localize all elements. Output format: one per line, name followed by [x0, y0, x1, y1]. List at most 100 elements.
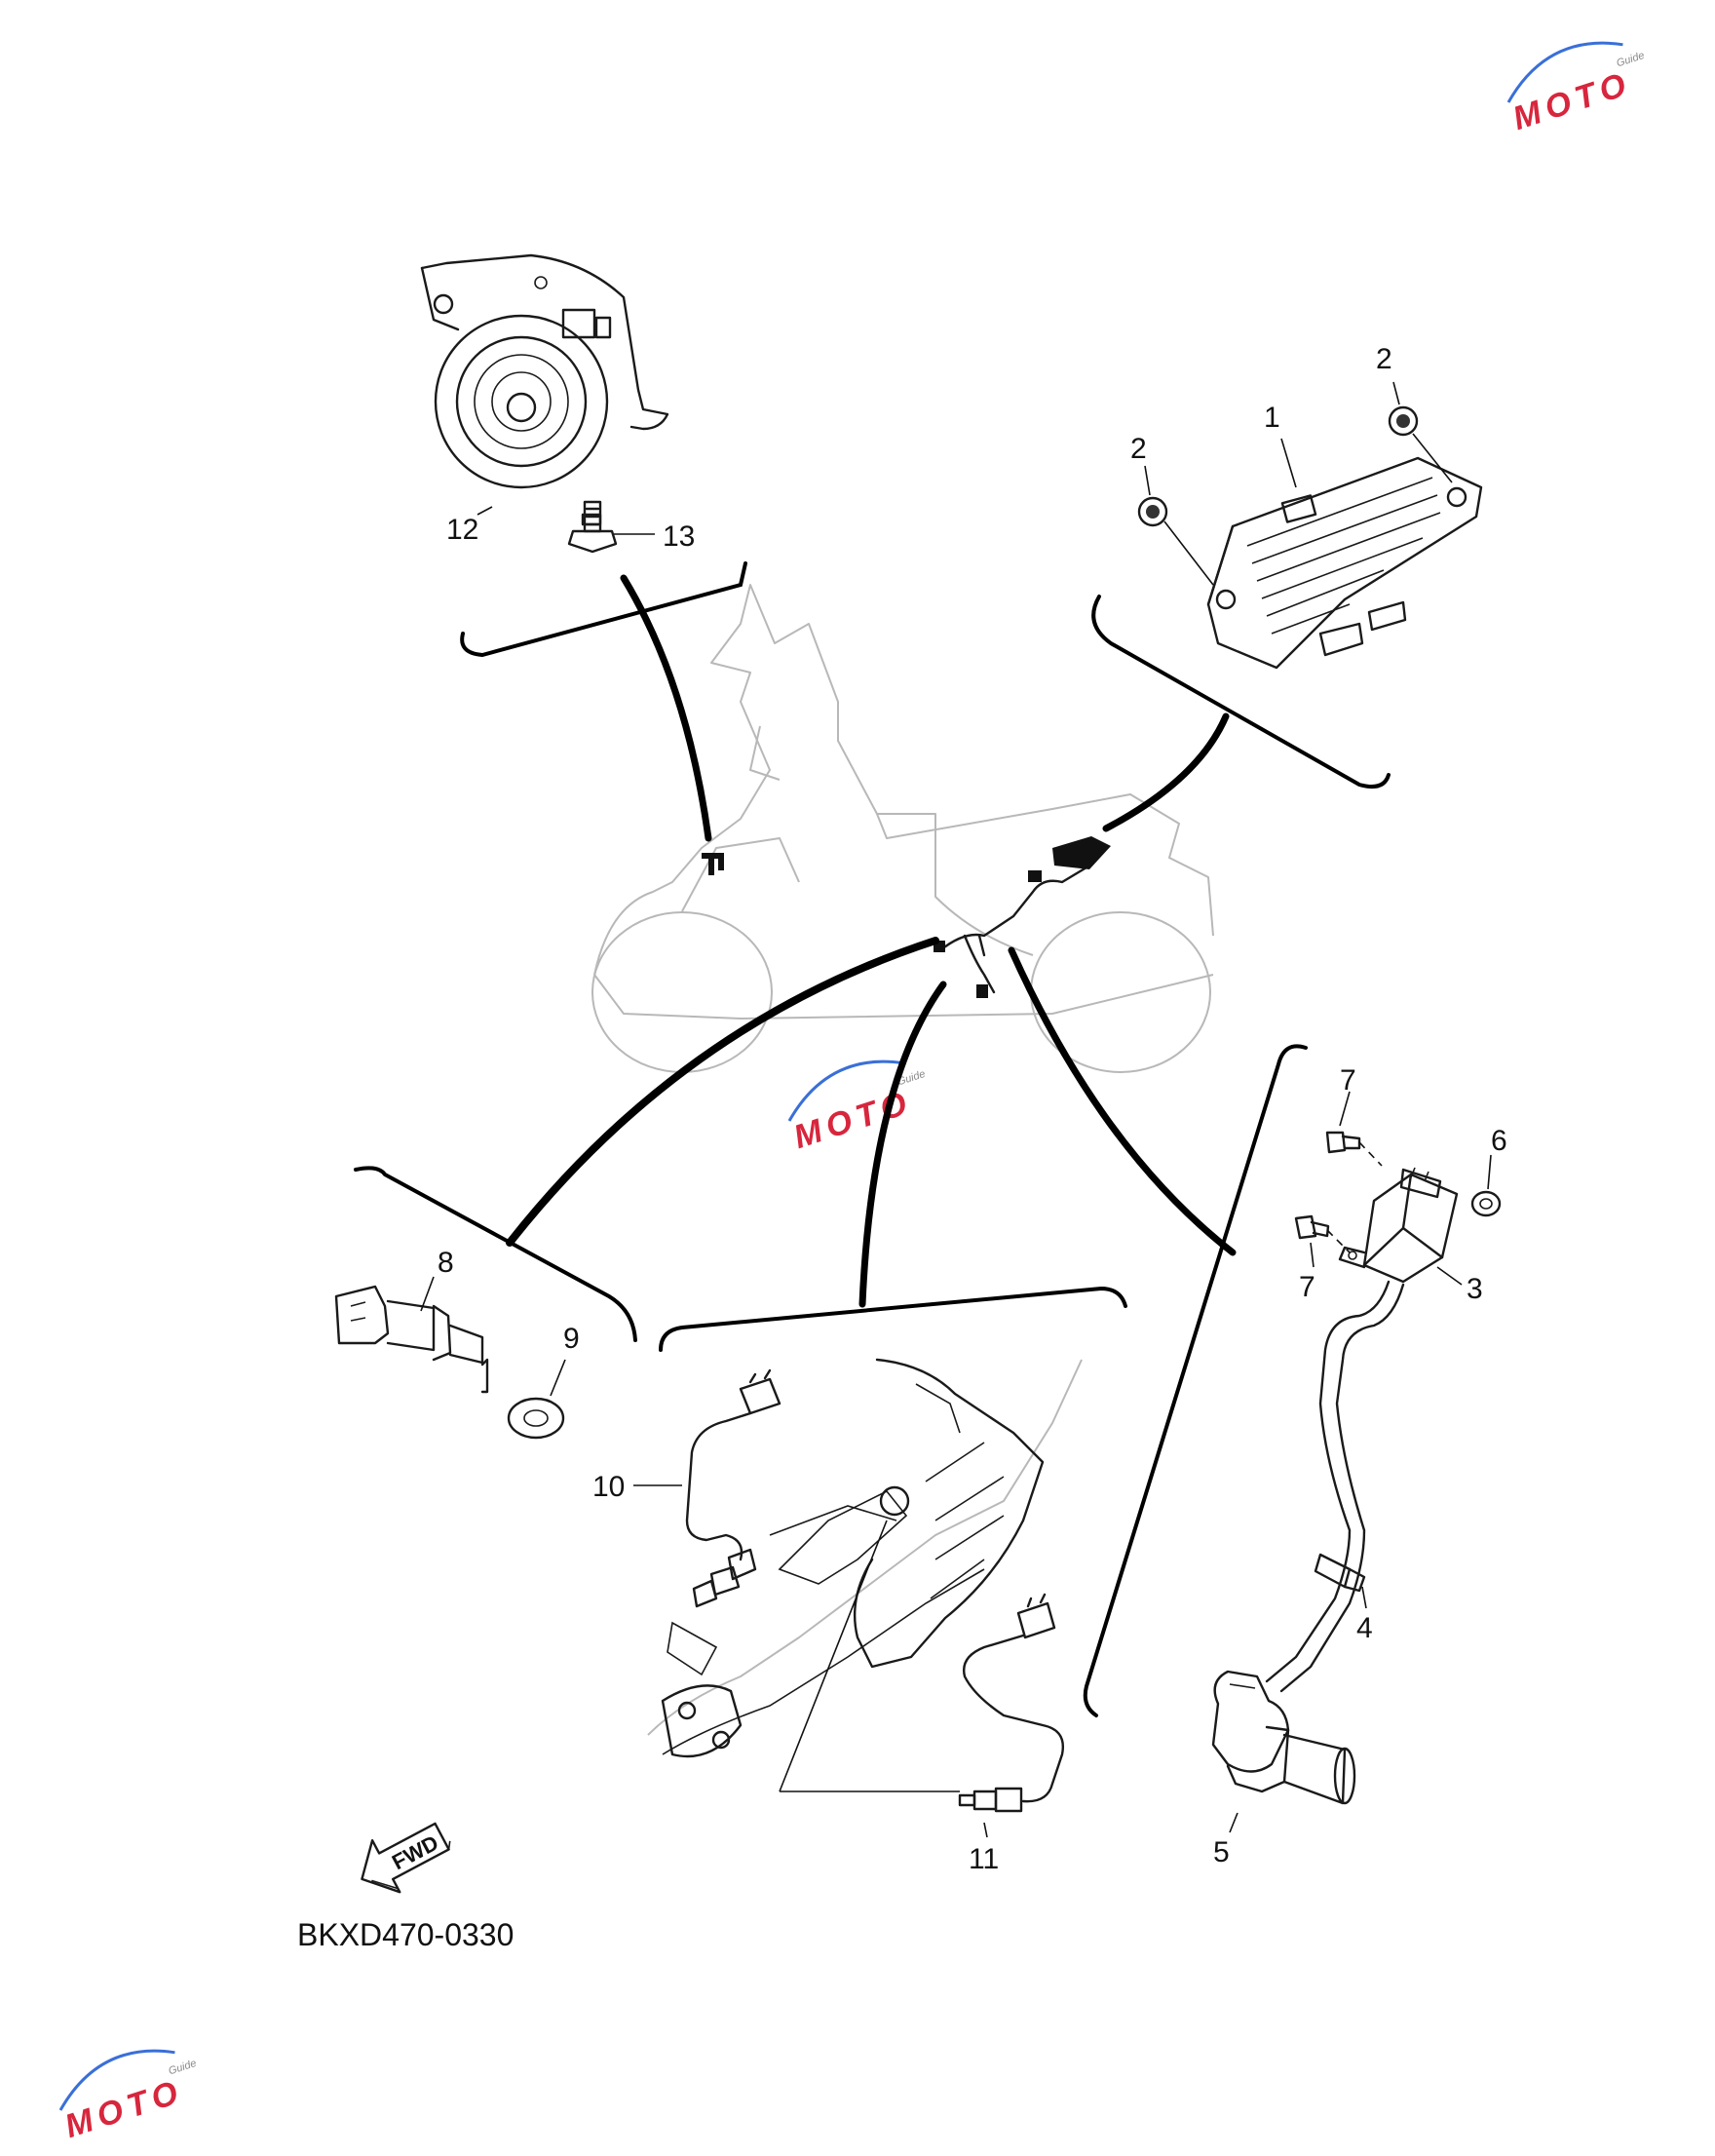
callout-8: 8	[438, 1247, 454, 1279]
watermark-tag: Guide	[1615, 50, 1646, 69]
exhaust-assembly: 10 11	[592, 1358, 1083, 1875]
nut-outer	[1137, 496, 1168, 527]
sensor-connector-lines	[350, 1301, 366, 1322]
high-tension-lead	[1265, 1280, 1391, 1683]
link-sensor	[506, 937, 939, 1247]
leader-7-top-dash	[1358, 1141, 1383, 1167]
nut-outer	[1388, 405, 1419, 437]
callout-13: 13	[663, 520, 695, 553]
ecu-edge	[1206, 524, 1235, 606]
body-outline	[593, 584, 1034, 976]
watermark-bottom-left: MOTO Guide	[58, 2049, 198, 2145]
horn-diaphragm	[455, 335, 588, 468]
leader-6	[1487, 1154, 1492, 1190]
o2-cable-10	[685, 1411, 752, 1561]
bolt-head	[1294, 1214, 1317, 1240]
washer-outer	[1470, 1190, 1502, 1217]
watermark-swoosh	[787, 1059, 904, 1122]
catalyst-edge	[769, 1505, 897, 1536]
sensor-body	[386, 1299, 436, 1352]
bolt-13	[567, 500, 618, 554]
harness-connector	[976, 984, 988, 998]
o2-cable-11	[963, 1634, 1064, 1803]
nut-inner	[1146, 505, 1160, 519]
link-exhaust	[858, 981, 947, 1308]
bolt-shank	[583, 500, 602, 533]
o2-sensor-tip-10	[692, 1579, 718, 1608]
nut-2-left	[1137, 496, 1168, 527]
horn-center	[506, 392, 537, 423]
sensor-tip	[480, 1358, 489, 1394]
watermark-swoosh	[1506, 41, 1623, 103]
coil-mount-hole	[1348, 1251, 1357, 1260]
link-horn	[620, 574, 712, 842]
callout-7-top: 7	[1340, 1064, 1356, 1097]
horn-ring	[491, 371, 552, 432]
wire-harness	[938, 866, 1088, 952]
catalyst-body	[778, 1489, 908, 1585]
leader-2-right	[1392, 381, 1453, 483]
watermark-top-right: MOTO Guide	[1506, 41, 1646, 137]
ecu-mount-hole	[1215, 589, 1237, 610]
watermark-swoosh	[58, 2049, 175, 2111]
frame-horn	[460, 561, 747, 658]
frame-coil	[1083, 1044, 1308, 1717]
washer-inner	[523, 1409, 549, 1427]
sensor-hex	[432, 1304, 452, 1362]
exhaust-pipe-lower	[662, 1568, 985, 1755]
nut-inner	[1396, 414, 1410, 428]
horn-bracket-tab	[420, 266, 460, 331]
fwd-arrow-depth	[371, 1840, 451, 1890]
flange-bolt-hole	[677, 1701, 697, 1720]
high-tension-lead-edge	[1279, 1283, 1405, 1693]
plug-cap-detail	[1229, 1683, 1256, 1689]
exhaust-bracket	[667, 1621, 718, 1676]
watermark-tag: Guide	[167, 2058, 198, 2077]
washer-outer	[507, 1397, 565, 1440]
clamp-tab	[1343, 1567, 1366, 1593]
o2-sensor-11	[958, 1593, 1064, 1813]
seat-outline	[876, 793, 1214, 937]
exhaust-flange	[661, 1684, 743, 1758]
bolt-head	[1325, 1131, 1347, 1154]
o2-sensor-10	[685, 1368, 781, 1608]
horn-assembly: 12 13	[420, 253, 695, 554]
swingarm-outline	[853, 1358, 1045, 1669]
ignition-coil-3	[1338, 1167, 1459, 1284]
leader-1	[1280, 438, 1297, 488]
leader-8	[420, 1276, 435, 1312]
horn-terminal	[594, 316, 612, 339]
headlight-outline	[749, 725, 781, 781]
horn-location-marker	[702, 853, 724, 875]
washer-9	[507, 1397, 565, 1440]
frame-exhaust	[659, 1286, 1127, 1352]
swingarm-bracket	[915, 1383, 961, 1434]
leader-11	[779, 1520, 988, 1838]
frame-sensor	[354, 1166, 637, 1342]
clamp-4	[1314, 1553, 1366, 1593]
leader-7-bottom-dash	[1326, 1229, 1351, 1253]
diagram-code: BKXD470-0330	[297, 1917, 514, 1952]
washer-6	[1470, 1190, 1502, 1217]
flange-bolt-hole	[711, 1730, 731, 1750]
leader-4	[1361, 1586, 1367, 1609]
o2-connector-11	[1016, 1601, 1056, 1639]
callout-2-right: 2	[1376, 343, 1392, 375]
leader-5	[1229, 1812, 1239, 1833]
sensor-connector	[334, 1285, 390, 1345]
plug-cap-boot	[1282, 1733, 1347, 1805]
motorcycle-silhouette	[591, 584, 1214, 1073]
coil-edges	[1362, 1173, 1444, 1267]
callout-6: 6	[1491, 1125, 1507, 1157]
bolt-7-bottom	[1294, 1214, 1330, 1240]
bolt-7-top	[1325, 1131, 1361, 1154]
harness-connector	[1028, 870, 1042, 882]
fwd-arrow	[361, 1822, 450, 1894]
leader-12	[476, 506, 493, 516]
leader-7-top	[1339, 1091, 1351, 1127]
ecu-connector	[1318, 622, 1364, 657]
coil-mount-tab	[1338, 1246, 1366, 1269]
callout-7-bottom: 7	[1299, 1271, 1315, 1303]
swingarm-slots	[925, 1442, 1005, 1599]
ecu-body	[1206, 456, 1483, 670]
